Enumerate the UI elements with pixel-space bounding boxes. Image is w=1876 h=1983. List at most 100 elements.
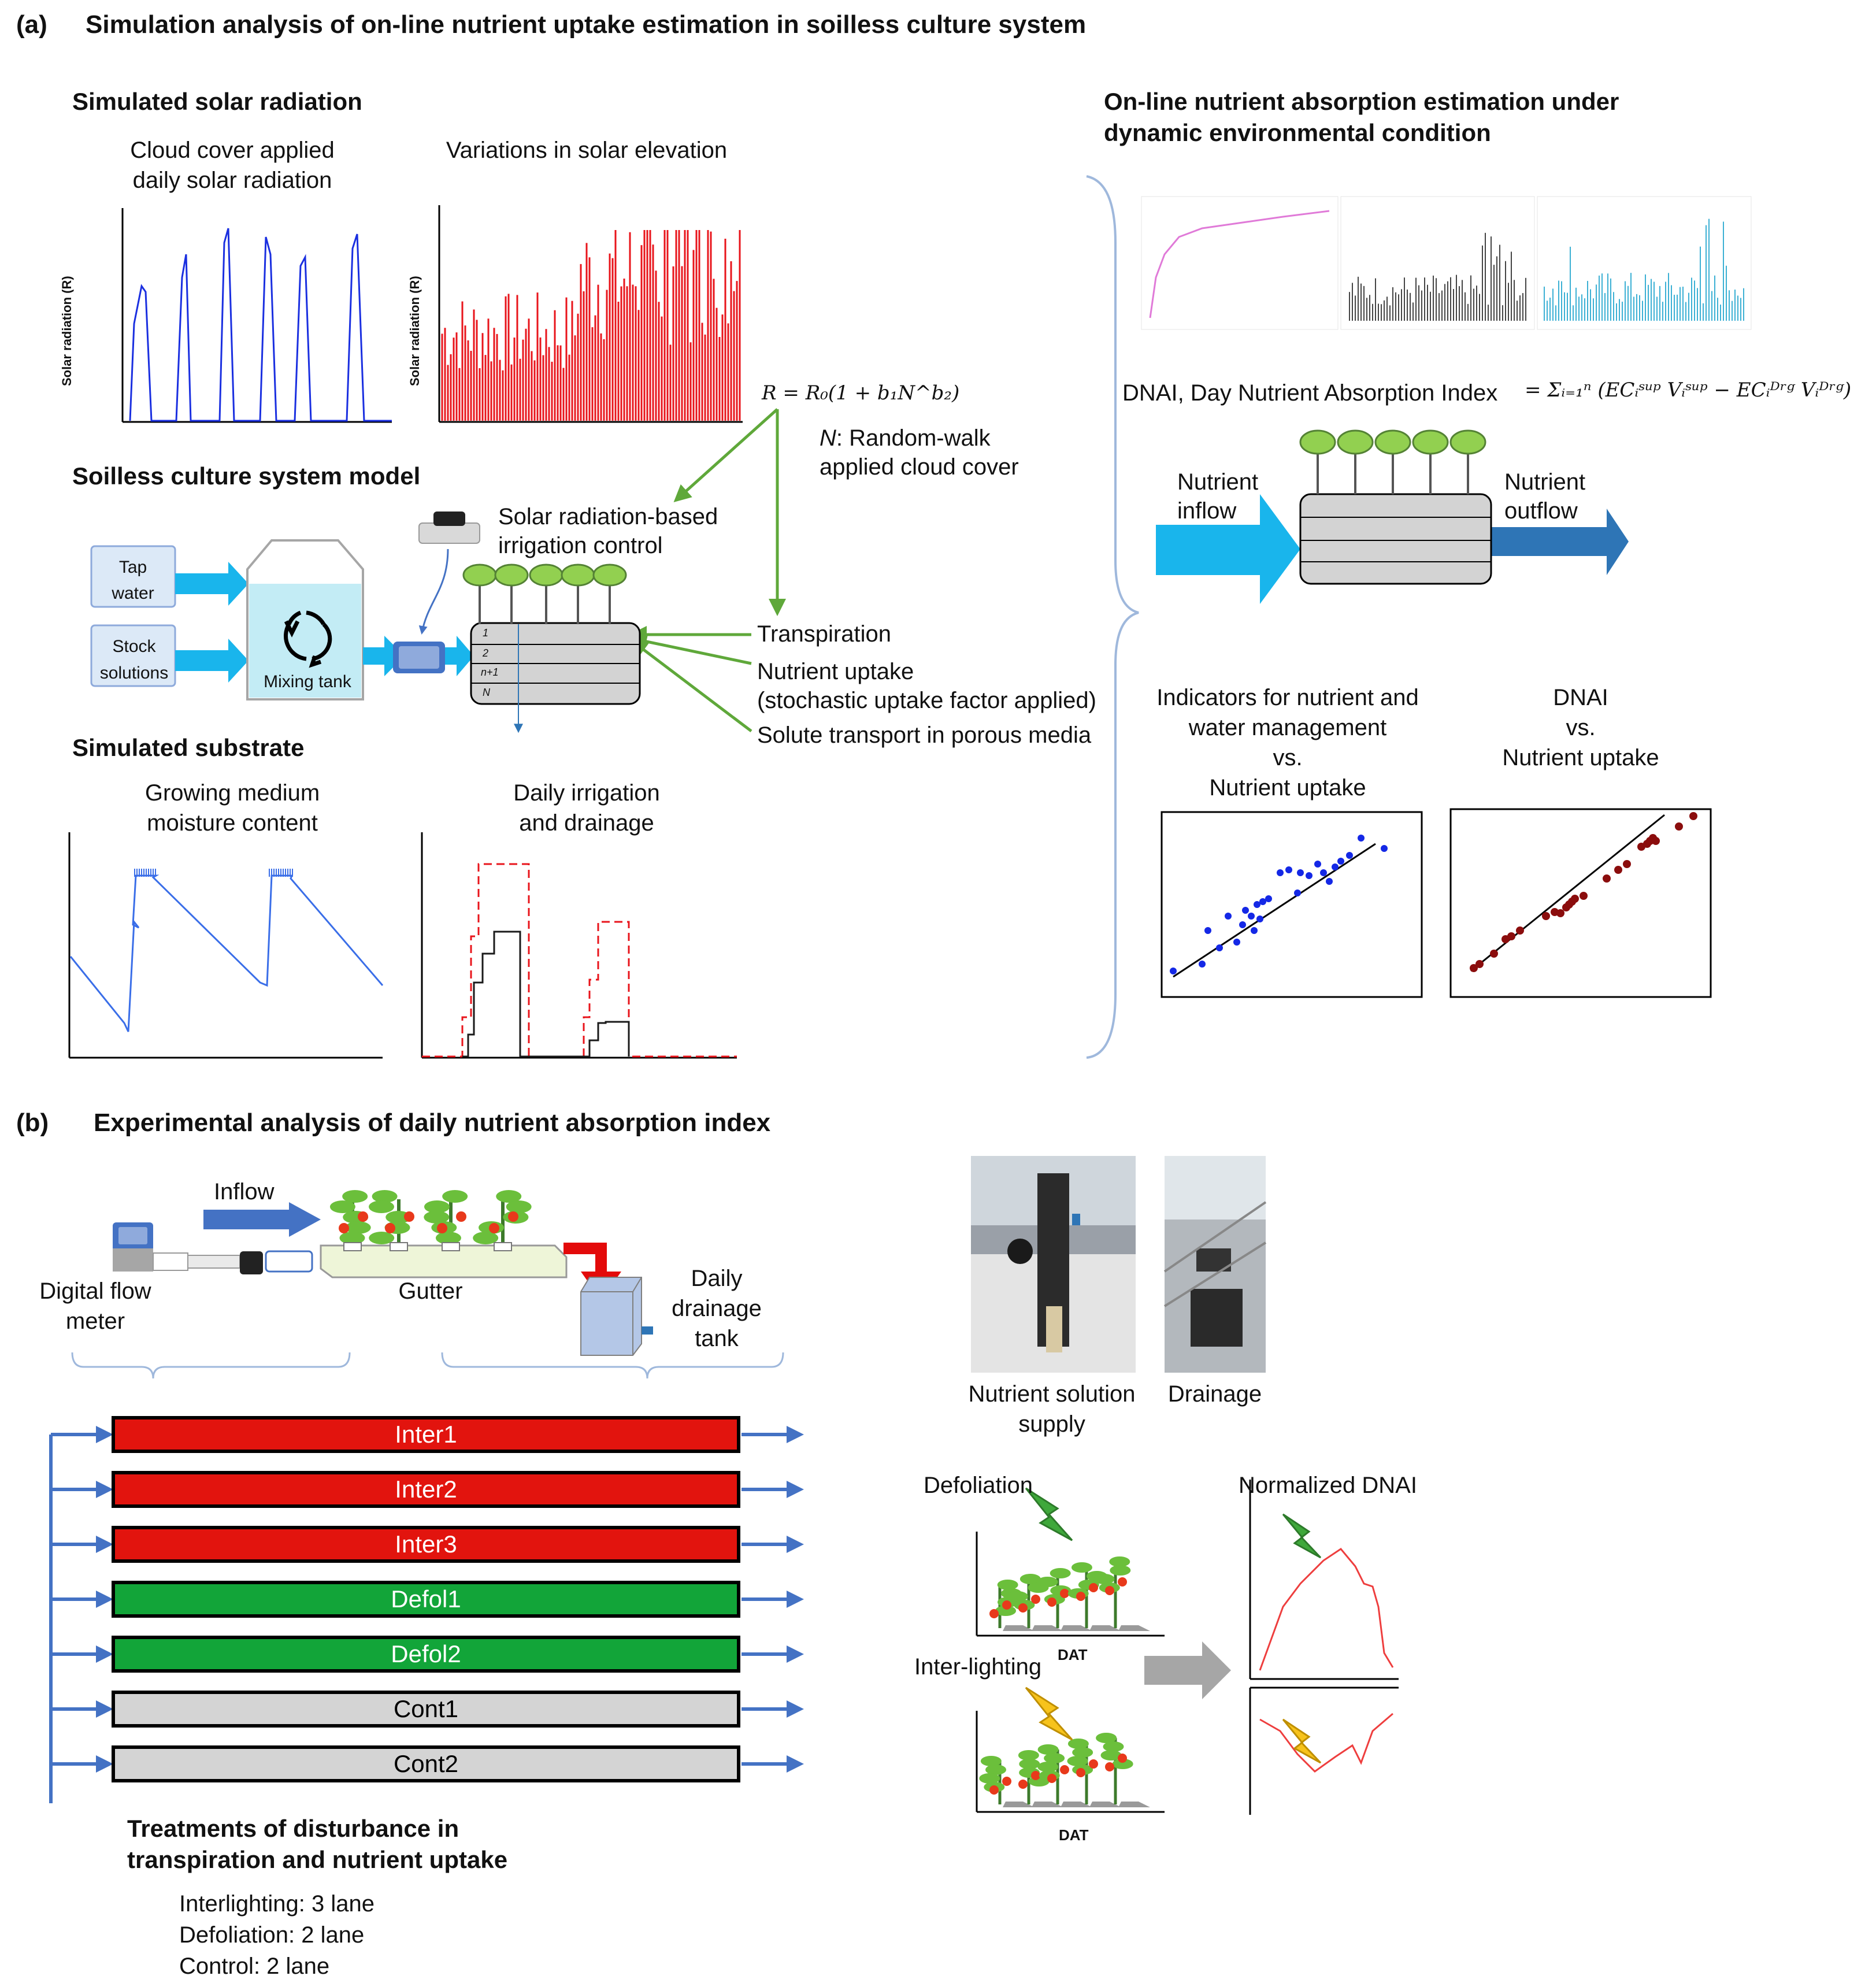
dnai-label: DNAI, Day Nutrient Absorption Index bbox=[1122, 380, 1498, 406]
solar-chart2-ylabel: Solar radiation (R) bbox=[407, 276, 422, 386]
treatments-heading-1: Treatments of disturbance in bbox=[127, 1815, 459, 1842]
irrigation-chart bbox=[421, 832, 737, 1059]
mixing-tank-label: Mixing tank bbox=[264, 672, 351, 691]
normalized-dnai-chart-1 bbox=[1249, 1480, 1399, 1680]
result-arrow bbox=[1144, 1641, 1231, 1699]
panel-a-title: Simulation analysis of on-line nutrient … bbox=[86, 10, 1087, 39]
lane-cont1: Cont1 bbox=[112, 1691, 740, 1728]
outflow-label-2: outflow bbox=[1504, 498, 1578, 524]
system-heading: Soilless culture system model bbox=[72, 462, 421, 490]
drainage-tank bbox=[580, 1277, 653, 1356]
process-uptake: Nutrient uptake bbox=[757, 659, 914, 684]
stock-line2: solutions bbox=[99, 664, 169, 683]
lane-manifold bbox=[49, 1426, 804, 1803]
irrigation-title-2: and drainage bbox=[519, 810, 654, 836]
moisture-title-1: Growing medium bbox=[144, 780, 320, 806]
scatter-2 bbox=[1449, 808, 1712, 998]
lane-inter1: Inter1 bbox=[112, 1416, 740, 1453]
brace-right bbox=[441, 1352, 784, 1379]
lane-inter2: Inter2 bbox=[112, 1471, 740, 1508]
inflow-label-2: inflow bbox=[1177, 498, 1237, 524]
photo-drainage bbox=[1163, 1156, 1267, 1373]
scatter2-title-3: Nutrient uptake bbox=[1502, 745, 1659, 770]
solar-chart1-title-2: daily solar radiation bbox=[132, 168, 332, 193]
equation-formula: R = R₀(1 + b₁N^b₂) bbox=[762, 381, 960, 405]
panel-b-title: Experimental analysis of daily nutrient … bbox=[94, 1109, 771, 1137]
brace bbox=[1086, 175, 1139, 1059]
online-chart-2 bbox=[1340, 196, 1535, 330]
brace-left bbox=[71, 1352, 351, 1379]
control-line2: irrigation control bbox=[498, 533, 663, 558]
plants-row bbox=[462, 564, 627, 624]
normalized-dnai-chart-2 bbox=[1249, 1687, 1399, 1815]
solar-heading: Simulated solar radiation bbox=[72, 88, 362, 115]
drain-tank-label-1: Daily bbox=[691, 1266, 743, 1291]
treatments-heading-2: transpiration and nutrient uptake bbox=[127, 1846, 508, 1873]
inflow-arrow bbox=[203, 1202, 321, 1237]
dnai-formula: = Σᵢ₌₁ⁿ (ECᵢˢᵘᵖ Vᵢˢᵘᵖ − ECᵢᴰʳᵍ Vᵢᴰʳᵍ) bbox=[1525, 379, 1852, 402]
layer-1: 1 bbox=[483, 627, 489, 639]
inflow-label-1: Nutrient bbox=[1177, 469, 1259, 495]
stock-line1: Stock bbox=[112, 637, 156, 656]
lane-defol1: Defol1 bbox=[112, 1581, 740, 1618]
solar-chart1-ylabel: Solar radiation (R) bbox=[60, 276, 74, 386]
scatter2-title-2: vs. bbox=[1566, 715, 1596, 740]
scatter-1 bbox=[1161, 811, 1423, 998]
flow-meter-label-2: meter bbox=[65, 1309, 125, 1334]
flow-meter-label-1: Digital flow bbox=[39, 1278, 151, 1304]
scatter1-title-3: vs. bbox=[1273, 745, 1303, 770]
irrigation-title-1: Daily irrigation bbox=[513, 780, 660, 806]
interlighting-label: Inter-lighting bbox=[914, 1654, 1042, 1680]
photo2-caption: Drainage bbox=[1167, 1381, 1262, 1407]
outflow-label-1: Nutrient bbox=[1504, 469, 1586, 495]
layer-n1: n+1 bbox=[481, 666, 499, 678]
online-chart-1 bbox=[1141, 196, 1339, 330]
process-transpiration: Transpiration bbox=[757, 621, 891, 647]
photo1-caption-2: supply bbox=[1018, 1411, 1085, 1437]
gutter bbox=[320, 1190, 568, 1278]
defoliation-chart bbox=[976, 1487, 1165, 1637]
dat-label-2: DAT bbox=[1059, 1826, 1089, 1844]
solar-chart-1 bbox=[121, 208, 392, 423]
scatter1-title-4: Nutrient uptake bbox=[1209, 775, 1366, 800]
inflow-label: Inflow bbox=[214, 1179, 275, 1204]
tap-line1: Tap bbox=[118, 558, 147, 577]
equation-note-1: N: Random-walk bbox=[820, 425, 991, 451]
scatter2-title-1: DNAI bbox=[1553, 685, 1608, 710]
lane-cont2: Cont2 bbox=[112, 1745, 740, 1782]
equation-note-2: applied cloud cover bbox=[820, 454, 1019, 480]
substrate-heading: Simulated substrate bbox=[72, 734, 305, 761]
control-line1: Solar radiation-based bbox=[498, 504, 718, 529]
system-model bbox=[90, 511, 641, 733]
layer-2: 2 bbox=[483, 647, 489, 659]
treatment-item-2: Defoliation: 2 lane bbox=[179, 1922, 365, 1948]
scatter1-title-2: water management bbox=[1188, 715, 1387, 740]
solar-chart1-title-1: Cloud cover applied bbox=[130, 138, 335, 163]
defoliation-label: Defoliation bbox=[924, 1473, 1033, 1498]
online-heading-2: dynamic environmental condition bbox=[1104, 119, 1491, 146]
dat-label-1: DAT bbox=[1058, 1646, 1088, 1663]
treatment-item-3: Control: 2 lane bbox=[179, 1954, 330, 1979]
treatment-item-1: Interlighting: 3 lane bbox=[179, 1891, 375, 1917]
gutter-label: Gutter bbox=[398, 1278, 463, 1304]
panel-a-label: (a) bbox=[16, 10, 47, 39]
photo1-caption-1: Nutrient solution bbox=[968, 1381, 1136, 1407]
drain-tank-label-2: drainage bbox=[672, 1296, 762, 1321]
equation-arrows bbox=[629, 408, 786, 732]
solar-chart2-title: Variations in solar elevation bbox=[446, 138, 728, 163]
normalized-dnai-label: Normalized DNAI bbox=[1239, 1473, 1417, 1498]
tap-line2: water bbox=[112, 584, 154, 603]
online-chart-3 bbox=[1537, 196, 1752, 330]
flow-meter bbox=[113, 1222, 313, 1274]
moisture-title-2: moisture content bbox=[147, 810, 318, 836]
photo-nutrient-supply bbox=[971, 1156, 1136, 1373]
online-heading-1: On-line nutrient absorption estimation u… bbox=[1104, 88, 1619, 115]
lane-inter3: Inter3 bbox=[112, 1526, 740, 1563]
layer-N: N bbox=[483, 687, 490, 698]
interlighting-chart bbox=[976, 1687, 1165, 1813]
scatter1-title-1: Indicators for nutrient and bbox=[1156, 685, 1419, 710]
panel-b-label: (b) bbox=[16, 1109, 49, 1137]
drain-tank-label-3: tank bbox=[695, 1326, 739, 1351]
dnai-slab-diagram bbox=[1156, 429, 1629, 604]
